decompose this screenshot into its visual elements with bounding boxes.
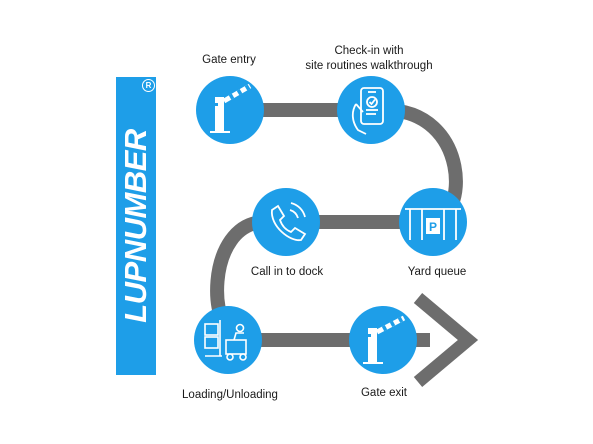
- step-yard-queue: P: [399, 188, 467, 256]
- parking-icon: P: [405, 208, 461, 240]
- phone-checklist-icon: [351, 87, 384, 135]
- step-gate-entry: [196, 76, 264, 144]
- step-label-gate-exit: Gate exit: [360, 387, 408, 399]
- step-label-loading-unloading: Loading/Unloading: [182, 389, 278, 401]
- step-label-yard-queue: Yard queue: [407, 266, 467, 278]
- barrier-gate-icon: [363, 315, 406, 364]
- arrow-head-icon: [413, 293, 479, 387]
- step-label-call-in-to-dock: Call in to dock: [250, 266, 324, 278]
- step-check-in: [337, 76, 405, 144]
- forklift-icon: [204, 320, 247, 361]
- step-loading-unloading: [194, 306, 262, 374]
- registered-trademark-mark: R: [142, 79, 155, 92]
- barrier-gate-icon: [210, 83, 252, 133]
- step-label-check-in: Check-in with site routines walkthrough: [305, 45, 433, 72]
- step-call-in-to-dock: [252, 188, 320, 256]
- svg-text:P: P: [429, 220, 437, 234]
- step-gate-exit: [349, 306, 417, 374]
- phone-call-icon: [271, 202, 307, 241]
- brand-logo-bar: [116, 77, 156, 375]
- step-label-gate-entry: Gate entry: [202, 54, 256, 66]
